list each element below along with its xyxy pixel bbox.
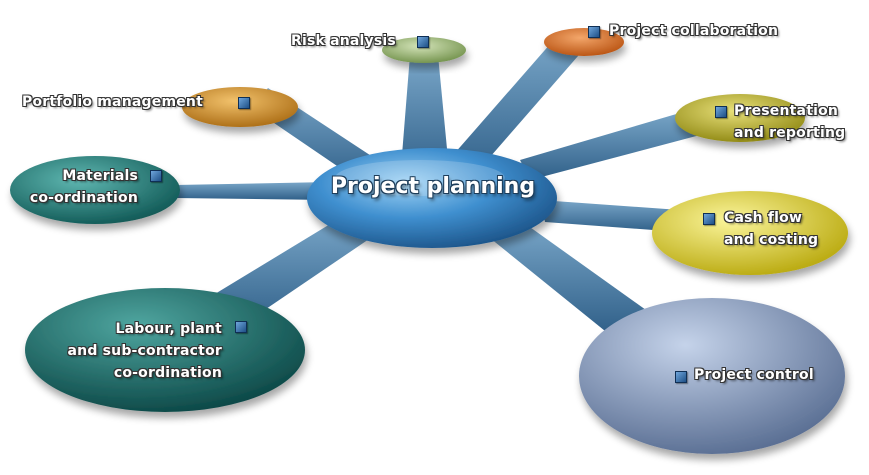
node-portfolio-label: Portfolio management	[22, 94, 203, 110]
spoke-cashflow	[540, 200, 680, 232]
spoke-presentation	[520, 110, 700, 180]
node-risk-shape[interactable]	[382, 37, 466, 63]
center-node-shape[interactable]	[307, 148, 557, 248]
center-node-highlight	[335, 160, 505, 196]
node-labour-shape[interactable]	[25, 288, 305, 412]
node-presentation-shape[interactable]	[675, 94, 805, 142]
node-materials-shape[interactable]	[10, 156, 180, 224]
node-materials-label: Materials co-ordination	[29, 168, 138, 206]
bullet-square-icon	[715, 106, 727, 118]
bullet-square-icon	[235, 321, 247, 333]
node-cashflow-label: Cash flow and costing	[724, 210, 819, 248]
center-node-label: Project planning	[330, 174, 536, 199]
node-labour-label: Labour, plant and sub-contractor co-ordi…	[67, 321, 222, 381]
node-control-shape[interactable]	[579, 298, 845, 454]
node-collab-label: Project collaboration	[609, 23, 779, 39]
bullet-square-icon	[417, 36, 429, 48]
bullet-square-icon	[675, 371, 687, 383]
node-control-label: Project control	[694, 367, 814, 383]
spoke-collab	[440, 35, 585, 180]
node-presentation-label: Presentation and reporting	[734, 103, 846, 141]
bullet-square-icon	[238, 97, 250, 109]
bullet-square-icon	[588, 26, 600, 38]
node-cashflow-shape[interactable]	[652, 191, 848, 275]
spoke-materials	[175, 182, 330, 200]
node-risk-label: Risk analysis	[291, 33, 396, 49]
bullet-square-icon	[703, 213, 715, 225]
spoke-control	[480, 220, 660, 335]
node-collab-shape[interactable]	[544, 28, 624, 56]
bullet-square-icon	[150, 170, 162, 182]
